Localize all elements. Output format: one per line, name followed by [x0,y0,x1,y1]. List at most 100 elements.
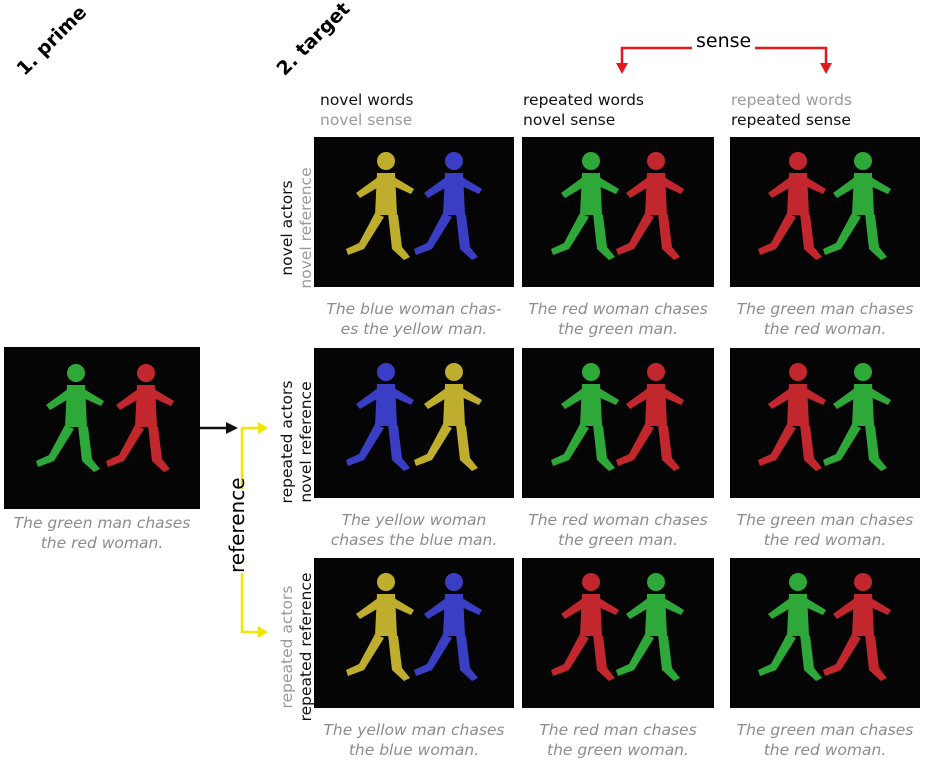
green-actor-figure [36,364,104,472]
caption-line1: The blue woman chas- [326,300,502,318]
green-actor-figure [758,573,826,681]
caption-line1: The red woman chases [528,511,708,529]
target-scene [346,152,482,260]
left-figure [346,573,414,681]
caption-line2: the green man. [558,531,678,549]
column-header-1-line1: novel words [320,91,414,109]
prime-right-figure [106,364,174,472]
column-header-3: repeated words repeated sense [731,90,852,130]
left-figure [551,573,619,681]
target-panel-r1-c2 [522,137,714,287]
sense-label: sense [692,30,756,52]
yellow-actor-figure [414,363,482,471]
left-figure [758,363,826,471]
green-actor-figure [823,152,891,260]
prime-scene [36,364,174,472]
prime-to-target-arrow [200,422,238,434]
blue-actor-figure [414,573,482,681]
target-panel-r2-c3 [730,348,920,498]
caption-line2: the red woman. [763,741,887,759]
target-panel-r3-c1 [314,558,514,708]
prime-panel [4,347,200,509]
target-scene [551,573,684,681]
caption-line1: The green man chases [736,511,914,529]
prime-heading: 1. prime [12,1,92,80]
column-header-3-line2: repeated sense [731,111,851,129]
target-scene [551,152,684,260]
row-label-3-line1: repeated actors [278,585,296,709]
right-figure [616,573,684,681]
caption-line1: The yellow man chases [323,721,505,739]
column-header-1: novel words novel sense [320,90,413,130]
prime-caption: The green man chases the red woman. [2,513,202,553]
column-header-2-line1: repeated words [523,91,644,109]
caption-line2: the green woman. [547,741,689,759]
left-figure [758,152,826,260]
green-actor-figure [551,363,619,471]
column-header-1-line2: novel sense [320,111,413,129]
row-label-1: novel actors novel reference [278,148,318,308]
target-panel-r1-c1 [314,137,514,287]
target-scene [758,152,891,260]
target-caption-r1-c3: The green man chases the red woman. [724,299,926,339]
row-label-2: repeated actors novel reference [278,362,318,522]
caption-line2: the green man. [558,320,678,338]
green-actor-figure [616,573,684,681]
red-actor-figure [106,364,174,472]
target-caption-r1-c1: The blue woman chas-es the yellow man. [308,299,520,339]
red-actor-figure [616,363,684,471]
red-actor-figure [823,573,891,681]
right-figure [616,152,684,260]
row-label-1-line1: novel actors [278,180,296,276]
target-panel-r3-c3 [730,558,920,708]
target-scene [758,363,891,471]
target-panel-r3-c2 [522,558,714,708]
green-actor-figure [823,363,891,471]
left-figure [758,573,826,681]
target-caption-r1-c2: The red woman chases the green man. [516,299,720,339]
blue-actor-figure [414,152,482,260]
target-caption-r2-c3: The green man chases the red woman. [724,510,926,550]
right-figure [414,573,482,681]
row-label-3: repeated actors repeated reference [278,557,318,737]
caption-line1: The red woman chases [528,300,708,318]
target-scene [346,573,482,681]
green-actor-figure [551,152,619,260]
caption-line2: the red woman. [763,320,887,338]
red-actor-figure [616,152,684,260]
target-caption-r2-c2: The red woman chases the green man. [516,510,720,550]
red-actor-figure [758,363,826,471]
yellow-actor-figure [346,152,414,260]
caption-line2: es the yellow man. [340,320,488,338]
target-scene [758,573,891,681]
target-panel-r2-c1 [314,348,514,498]
prime-left-figure [36,364,104,472]
target-scene [551,363,684,471]
prime-caption-line2: the red woman. [40,534,164,552]
target-panel-r2-c2 [522,348,714,498]
row-label-2-line1: repeated actors [278,380,296,504]
target-caption-r3-c2: The red man chases the green woman. [516,720,720,760]
caption-line1: The yellow woman [341,511,487,529]
caption-line2: the blue woman. [348,741,480,759]
blue-actor-figure [346,363,414,471]
target-heading: 2. target [272,0,355,80]
left-figure [551,152,619,260]
prime-caption-line1: The green man chases [13,514,191,532]
right-figure [414,363,482,471]
left-figure [551,363,619,471]
reference-label: reference [225,477,251,573]
caption-line2: the red woman. [763,531,887,549]
caption-line1: The green man chases [736,300,914,318]
column-header-3-line1: repeated words [731,91,852,109]
red-actor-figure [758,152,826,260]
right-figure [823,363,891,471]
column-header-2: repeated words novel sense [523,90,644,130]
yellow-actor-figure [346,573,414,681]
target-caption-r3-c1: The yellow man chases the blue woman. [308,720,520,760]
right-figure [616,363,684,471]
caption-line1: The red man chases [539,721,697,739]
caption-line2: chases the blue man. [330,531,498,549]
target-caption-r2-c1: The yellow woman chases the blue man. [308,510,520,550]
